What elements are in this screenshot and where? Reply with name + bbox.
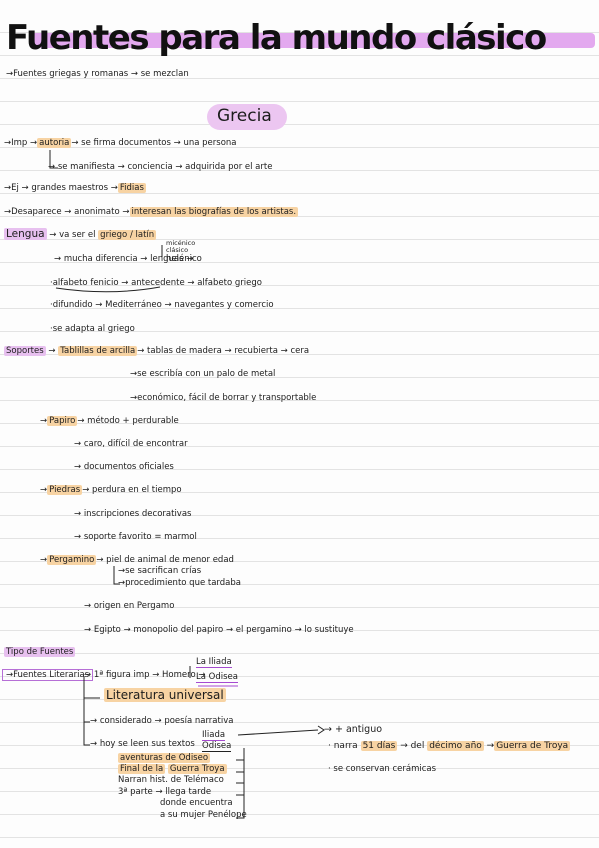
biografias-highlight: interesan las biografías de los artistas…	[129, 207, 299, 217]
ej-prefix: →Ej → grandes maestros →	[4, 183, 118, 193]
lengua-alfabeto: ·alfabeto fenicio → antecedente → alfabe…	[50, 278, 262, 288]
final-line: Final de la Guerra Troya	[118, 764, 227, 775]
narra-mid: → del	[400, 741, 425, 751]
micenico: micénico	[166, 239, 196, 247]
lengua-prefix: → va ser el	[49, 230, 96, 240]
aventuras-line: aventuras de Odiseo	[118, 753, 211, 764]
papiro-rest: → método + perdurable	[77, 416, 179, 426]
arrow: →	[40, 416, 48, 426]
pergamino-origen: → origen en Pergamo	[84, 601, 175, 611]
literarias-trunk	[83, 676, 90, 746]
fidias-highlight: Fidias	[117, 183, 146, 193]
helenico: helénico	[166, 254, 202, 264]
aventuras-highlight: aventuras de Odiseo	[118, 753, 211, 763]
mujer-line: a su mujer Penélope	[160, 810, 247, 820]
narra-guerra: Guerra de Troya	[494, 741, 571, 751]
pergamino-highlight: Pergamino	[47, 555, 97, 565]
griego-latin-highlight: griego / latín	[98, 230, 157, 240]
final-prefix: Final de la	[118, 764, 166, 774]
papiro-documentos: → documentos oficiales	[74, 462, 174, 472]
piedra-line: →Piedras→ perdura en el tiempo	[40, 485, 182, 496]
lengua-difundido: ·difundido → Mediterráneo → navegantes y…	[50, 300, 274, 310]
soportes-line: Soportes → Tablillas de arcilla→ tablas …	[4, 346, 309, 357]
considerado-line: → considerado → poesía narrativa	[90, 716, 234, 726]
iliada-title: La Iliada	[196, 657, 232, 668]
tipo-line: Tipo de Fuentes	[4, 647, 76, 658]
narra-dias: 51 días	[360, 741, 398, 751]
narran-line: Narran hist. de Telémaco	[118, 775, 224, 785]
iliada-small: Iliada	[202, 730, 226, 741]
odisea-title: La Odisea	[196, 672, 238, 683]
lengua-adapta: ·se adapta al griego	[50, 324, 135, 334]
imp-rest: → se firma documentos → una persona	[71, 138, 237, 148]
imp-connector	[49, 150, 58, 169]
autoria-highlight: autoria	[37, 138, 72, 148]
section-title-grecia: Grecia	[217, 106, 272, 126]
antiguo-arrowhead	[317, 725, 325, 735]
desaparece-line: →Desaparece → anonimato →interesan las b…	[4, 207, 299, 218]
papiro-highlight: Papiro	[47, 416, 78, 426]
literatura-universal: Literatura universal	[104, 688, 226, 702]
pergamino-line: →Pergamino→ piel de animal de menor edad	[40, 555, 234, 566]
piedra-highlight: Piedras	[47, 485, 83, 495]
clasico: clásico	[166, 246, 189, 254]
tablilla-highlight: Tablillas de arcilla	[58, 346, 138, 356]
punzon-line: →se escribía con un palo de metal	[130, 369, 276, 379]
alfabeto-underline	[55, 286, 161, 293]
literatura-highlight: Literatura universal	[104, 688, 226, 702]
hoy-line: → hoy se leen sus textos	[90, 739, 195, 749]
antiguo-note: → + antiguo	[324, 724, 383, 735]
lengua-diversidad: → mucha diferencia → lenguas →	[54, 254, 194, 264]
papiro-line: →Papiro→ método + perdurable	[40, 416, 179, 427]
papiro-caro: → caro, difícil de encontrar	[74, 439, 188, 449]
imp-line-2: → se manifiesta → conciencia → adquirida…	[48, 162, 273, 172]
desaparece-prefix: →Desaparece → anonimato →	[4, 207, 130, 217]
narra-decimo: décimo año	[427, 741, 484, 751]
antiguo-arrow	[237, 729, 319, 736]
narra-arrow: →	[486, 741, 495, 751]
intro-line: →Fuentes griegas y romanas → se mezclan	[6, 69, 189, 79]
donde-line: donde encuentra	[160, 798, 233, 808]
odisea-small-text: Odisea	[202, 741, 232, 752]
ej-line: →Ej → grandes maestros →Fidias	[4, 183, 146, 194]
soportes-label: Soportes	[4, 346, 46, 356]
piedra-marmol: → soporte favorito = marmol	[74, 532, 197, 542]
imp-prefix: →Imp →	[4, 138, 38, 148]
title-highlight	[30, 33, 595, 48]
economico-line: →económico, fácil de borrar y transporta…	[130, 393, 317, 403]
figura-line: → 1ª figura imp → Homero →	[84, 670, 206, 680]
page-title: Fuentes para la mundo clásico	[6, 18, 547, 58]
arrow: →	[40, 485, 48, 495]
pergamino-procedimiento: →procedimiento que tardaba	[118, 578, 241, 588]
ceramicas-line: · se conservan cerámicas	[328, 764, 437, 774]
tablilla-rest: → tablas de madera → recubierta → cera	[137, 346, 310, 356]
odisea-small: Odisea	[202, 741, 232, 752]
iliada-small-text: Iliada	[202, 730, 226, 741]
arrow: →	[48, 346, 56, 356]
final-highlight: Guerra Troya	[167, 764, 227, 774]
pergamino-connector	[113, 566, 120, 585]
odisea-bracket	[236, 748, 245, 819]
narra-prefix: · narra	[328, 741, 358, 751]
section-highlight	[207, 104, 287, 130]
pergamino-egipto: → Egipto → monopolio del papiro → el per…	[84, 625, 354, 635]
odisea-text: La Odisea	[196, 672, 238, 683]
parte3-line: 3ª parte → llega tarde	[118, 787, 212, 797]
odisea-ticks	[236, 759, 244, 796]
imp-line: →Imp →autoria→ se firma documentos → una…	[4, 138, 237, 149]
piedra-inscripciones: → inscripciones decorativas	[74, 509, 192, 519]
iliada-text: La Iliada	[196, 657, 232, 668]
lengua-line: Lengua → va ser el griego / latín	[4, 228, 157, 241]
lengua-label: Lengua	[4, 228, 47, 240]
narra-line: · narra 51 días → del décimo año →Guerra…	[328, 741, 571, 752]
literarias-line: →Fuentes Literarias	[2, 669, 94, 681]
piedra-rest: → perdura en el tiempo	[82, 485, 182, 495]
literarias-box: →Fuentes Literarias	[2, 669, 94, 681]
pergamino-sacrifican: →se sacrifican crías	[118, 566, 202, 576]
pergamino-rest: → piel de animal de menor edad	[96, 555, 234, 565]
arrow: →	[40, 555, 48, 565]
tipo-label: Tipo de Fuentes	[4, 647, 76, 657]
